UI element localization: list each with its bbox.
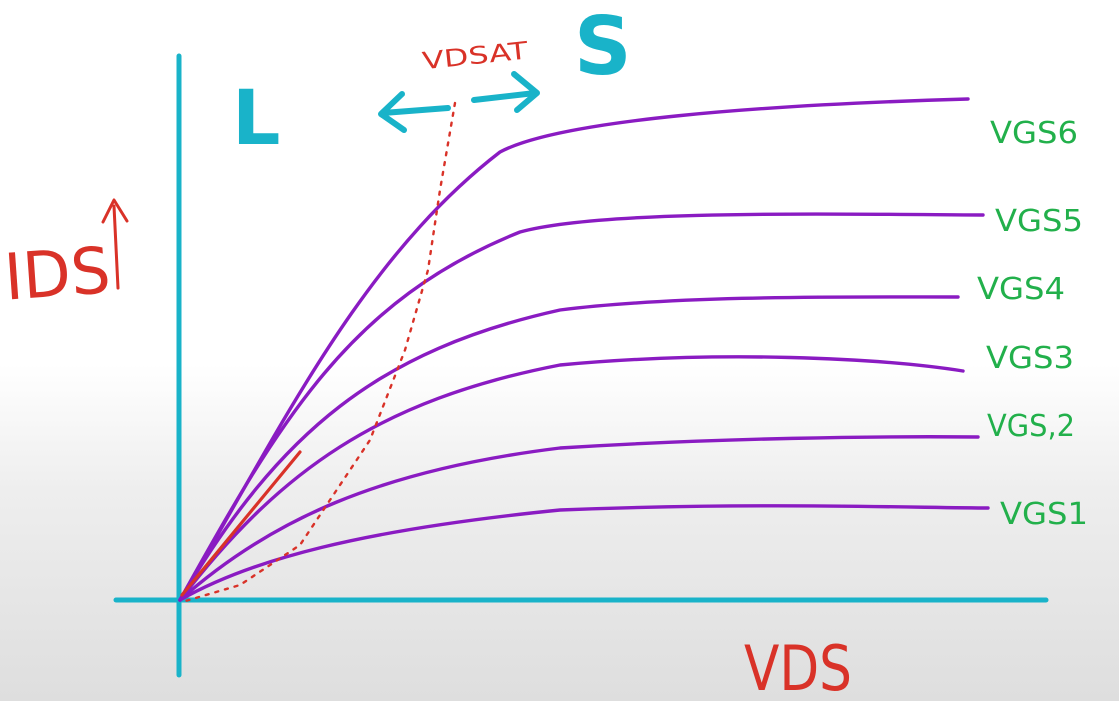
curve-label-4: VGS3 xyxy=(986,341,1074,376)
curve-label-1: VGS6 xyxy=(990,116,1078,151)
vdsat-locus-line xyxy=(180,101,457,604)
curve-vgs-2 xyxy=(178,435,980,602)
axes xyxy=(113,53,1049,678)
curve-label-5: VGS,2 xyxy=(987,409,1075,444)
curve-label-2: VGS5 xyxy=(995,204,1083,239)
ids-up-arrow xyxy=(101,198,129,290)
curve-vgs6 xyxy=(178,97,970,602)
vdsat-label: VDSAT xyxy=(421,36,530,75)
curve-label-3: VGS4 xyxy=(977,272,1065,307)
saturation-region-label: S xyxy=(574,0,632,93)
curve-vgs1 xyxy=(178,504,990,602)
curves xyxy=(178,97,990,602)
linear-region-tangent xyxy=(180,450,302,597)
x-axis-label: VDS xyxy=(744,632,852,701)
curve-vgs4 xyxy=(178,295,960,602)
linear-region-label: L xyxy=(232,73,280,162)
curve-label-6: VGS1 xyxy=(1000,497,1088,532)
region-double-arrow xyxy=(378,71,540,133)
curve-vgs3 xyxy=(178,355,965,602)
curve-vgs5 xyxy=(178,212,985,602)
y-axis-label: IDS xyxy=(2,234,113,315)
